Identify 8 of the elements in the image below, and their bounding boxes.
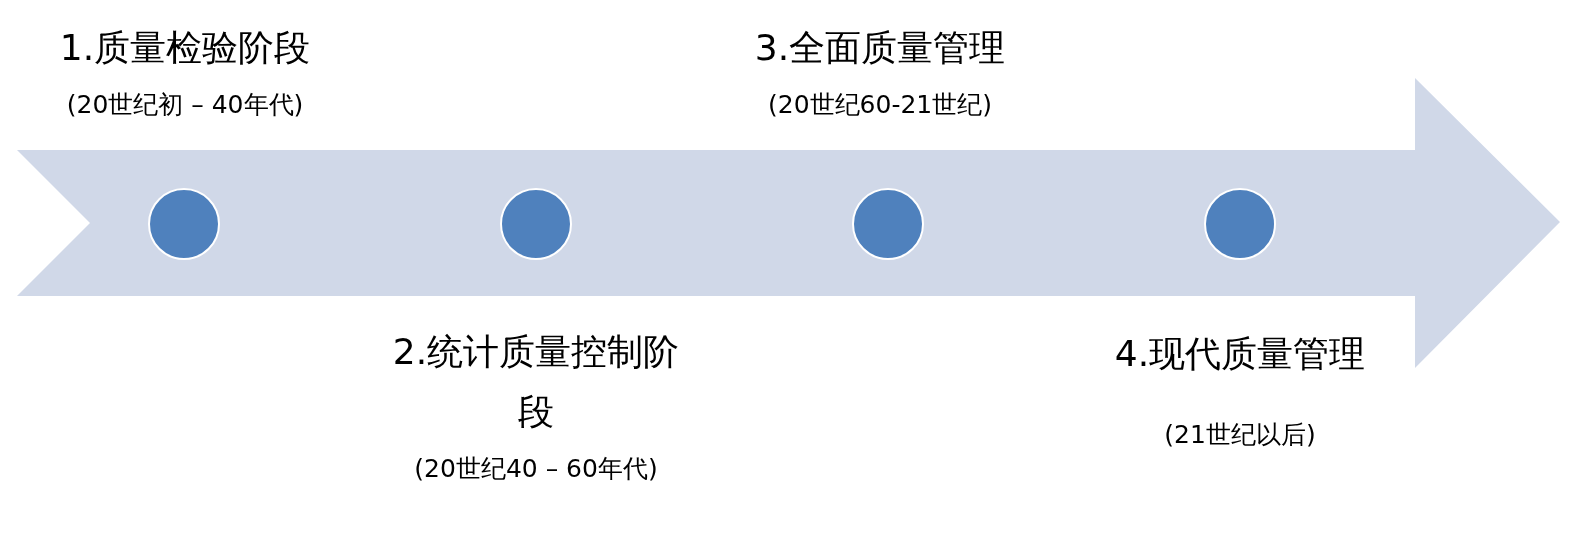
period-label: (20世纪60-21世纪) [768,89,992,121]
stage-title: 1.质量检验阶段 [58,26,312,70]
stage-title: 3.全面质量管理 [753,26,1007,70]
period-label: (21世纪以后) [1164,419,1316,451]
stage-title: 4.现代质量管理 [1113,332,1367,376]
stage-title: 2.统计质量控制阶段 [391,330,681,434]
period-label: (20世纪40 – 60年代) [414,453,658,485]
period-label: (20世纪初 – 40年代) [66,89,304,121]
